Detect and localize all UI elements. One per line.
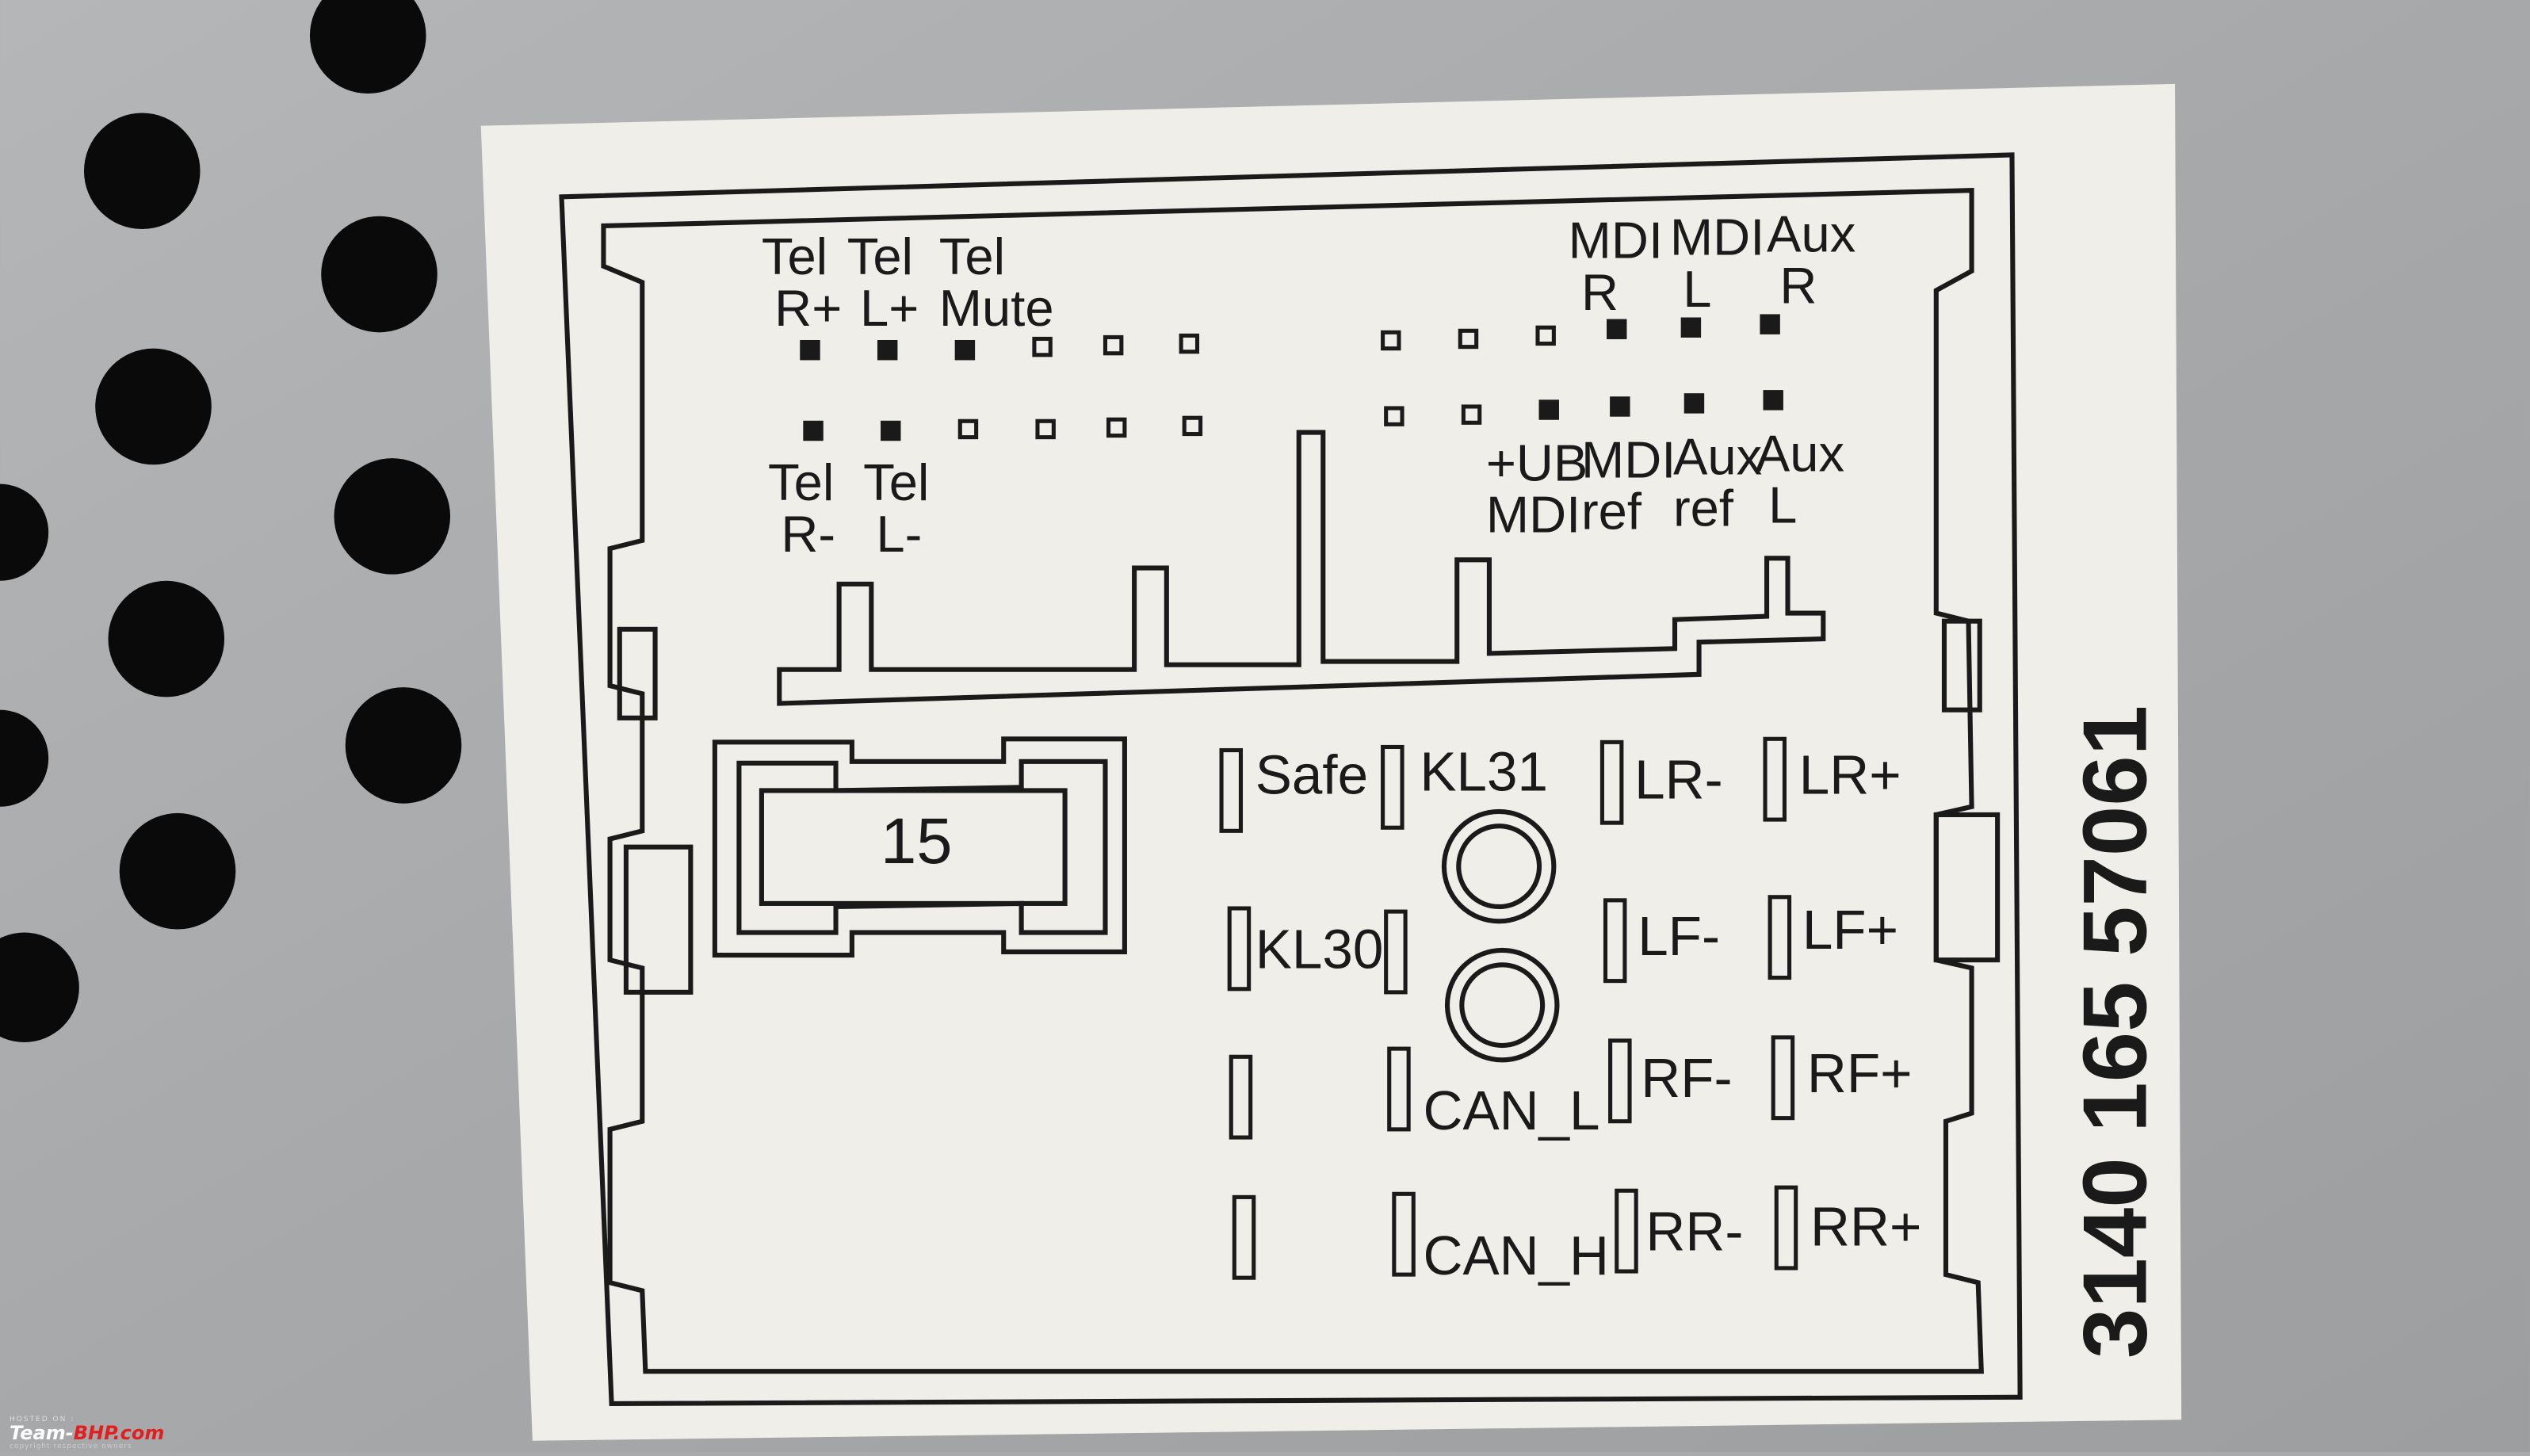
- pin-used: [1763, 390, 1783, 411]
- spade-terminal: [1227, 906, 1252, 992]
- pin-label-tel-l-plus: L+: [860, 279, 919, 337]
- speaker-pin-label: RF-: [1641, 1047, 1732, 1109]
- speaker-pin-label: RR-: [1645, 1201, 1743, 1263]
- pin-label-mdi-l: MDI: [1670, 208, 1764, 266]
- speaker-pin-label: RR+: [1810, 1195, 1921, 1257]
- pin-used: [1538, 399, 1559, 420]
- pin-label-tel-mute: Mute: [939, 279, 1054, 337]
- vent-holes: [0, 0, 462, 1042]
- pin-unused: [1035, 418, 1056, 440]
- spade-terminal: [1603, 898, 1627, 984]
- speaker-pin-label: LR-: [1634, 749, 1722, 811]
- pin-label-aux-l: Aux: [1756, 424, 1844, 482]
- pin-used: [1760, 314, 1780, 334]
- pin-label-mdi-ref: ref: [1581, 483, 1642, 541]
- pin-label-mdi-r: MDI: [1569, 212, 1663, 269]
- watermark-brand: Team-BHP.com: [10, 1424, 168, 1443]
- power-pin-label: CAN_L: [1423, 1080, 1599, 1141]
- spade-terminal: [1768, 895, 1792, 980]
- power-pin-label: KL31: [1420, 740, 1548, 802]
- spade-terminal: [1763, 736, 1787, 822]
- watermark-copyright: copyright respective owners: [10, 1443, 132, 1450]
- pin-label-aux-l: L: [1768, 476, 1797, 534]
- pin-used: [1610, 396, 1630, 417]
- spade-terminal: [1608, 1038, 1632, 1124]
- pin-label-tel-r-plus: R+: [774, 279, 842, 337]
- pin-used: [881, 420, 901, 441]
- pin-label-mdi-ref: MDI: [1581, 431, 1676, 489]
- spade-terminal: [1774, 1185, 1798, 1271]
- power-pin-label: CAN_H: [1423, 1225, 1609, 1286]
- pin-unused: [1461, 404, 1482, 425]
- speaker-pin-label: LF-: [1638, 905, 1720, 967]
- pin-label-tel-l-minus: Tel: [863, 453, 929, 511]
- pin-unused: [1381, 330, 1401, 351]
- pin-label-aux-ref: ref: [1673, 480, 1734, 537]
- speaker-pin-label: LR+: [1799, 743, 1901, 805]
- spade-terminal: [1232, 1194, 1256, 1280]
- spade-terminal: [1219, 747, 1244, 833]
- pin-used: [877, 339, 898, 361]
- connector-outline: [559, 152, 2023, 1407]
- brand-red: BHP.com: [73, 1422, 165, 1444]
- pin-label-mdi-l: L: [1683, 260, 1711, 318]
- pin-unused: [1458, 328, 1479, 350]
- pin-label-tel-r-minus: R-: [781, 505, 835, 563]
- pin-label-tel-l-minus: L-: [876, 505, 922, 563]
- pin-label-tel-l-plus: Tel: [847, 227, 913, 285]
- pin-unused: [1032, 336, 1053, 357]
- brand-white: Team-: [10, 1422, 74, 1444]
- pin-label-aux-r: Aux: [1767, 205, 1855, 263]
- sticker-label: [480, 83, 2182, 1441]
- power-pin-label: KL30: [1255, 918, 1384, 980]
- pin-label-tel-r-minus: Tel: [768, 453, 834, 511]
- pin-used: [1680, 317, 1702, 338]
- pin-label-ub-mdi: +UB: [1486, 434, 1588, 492]
- pin-unused: [1106, 417, 1127, 438]
- pin-used: [1683, 393, 1705, 414]
- pin-unused: [1179, 333, 1200, 354]
- spade-terminal: [1599, 739, 1624, 825]
- spade-terminal: [1381, 744, 1404, 830]
- spade-terminal: [1229, 1054, 1253, 1140]
- pin-unused: [1182, 415, 1203, 437]
- pin-grid: [800, 314, 1783, 441]
- pin-used: [803, 420, 824, 441]
- part-number: 3140 165 57061: [2065, 705, 2165, 1359]
- pin-label-aux-ref: Aux: [1673, 427, 1762, 485]
- spade-terminal: [1387, 1046, 1411, 1132]
- spade-terminal: [1384, 909, 1408, 995]
- pin-label-mdi-r: R: [1581, 263, 1619, 321]
- spade-terminal: [1771, 1035, 1795, 1121]
- spade-terminal: [1615, 1188, 1638, 1274]
- pin-unused: [1384, 406, 1404, 426]
- power-pin-label: Safe: [1255, 743, 1368, 805]
- pin-used: [1607, 319, 1627, 339]
- pin-unused: [957, 418, 979, 440]
- watermark: HOSTED ON : Team-BHP.com copyright respe…: [10, 1416, 168, 1450]
- pin-unused: [1103, 334, 1124, 356]
- pin-label-tel-mute: Tel: [939, 227, 1005, 285]
- pin-unused: [1535, 325, 1556, 346]
- speaker-pin-label: RF+: [1807, 1042, 1913, 1104]
- pin-label-ub-mdi: MDI: [1486, 486, 1580, 544]
- watermark-hosted: HOSTED ON :: [10, 1416, 75, 1424]
- pin-label-tel-r-plus: Tel: [762, 227, 827, 285]
- speaker-pin-label: LF+: [1802, 899, 1898, 961]
- spade-terminal: [1392, 1191, 1416, 1277]
- pin-used: [800, 339, 820, 361]
- fuse-rating: 15: [881, 805, 953, 877]
- pin-label-aux-r: R: [1779, 257, 1817, 315]
- pin-used: [954, 339, 976, 361]
